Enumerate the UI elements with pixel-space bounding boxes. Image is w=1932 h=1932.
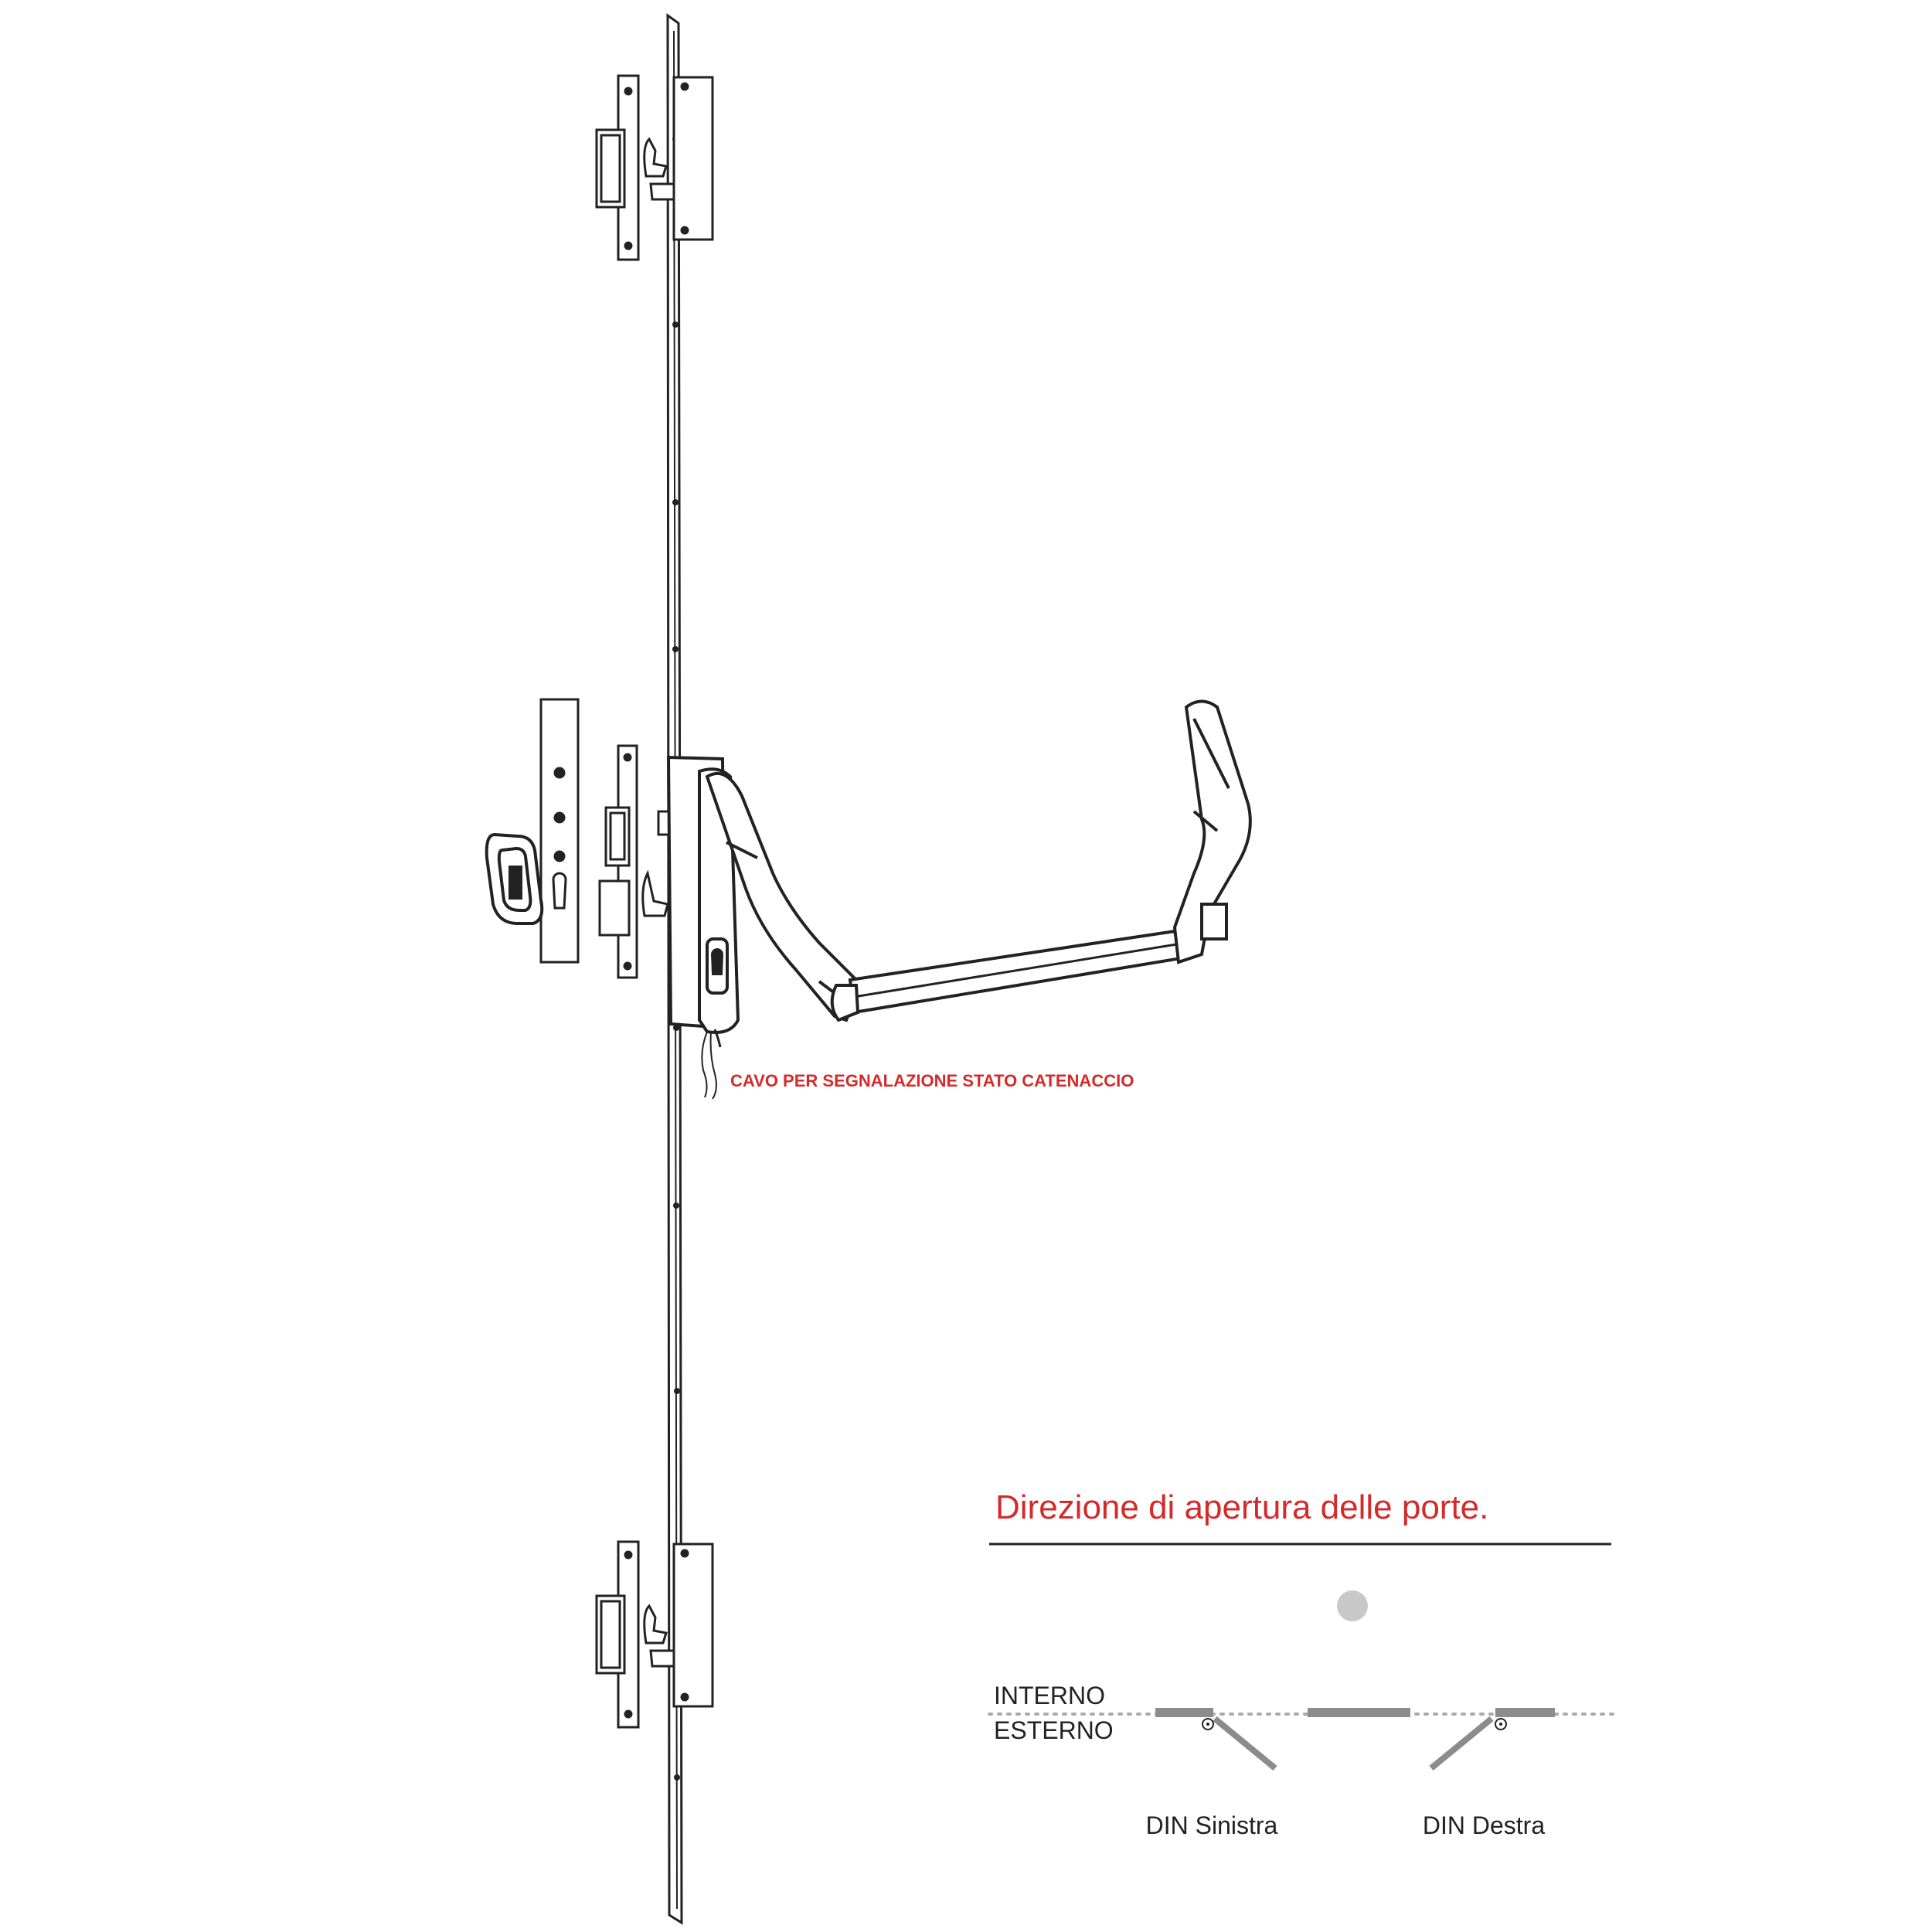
door-direction-legend: Direzione di apertura delle porte. INTER… [988,1488,1617,1839]
panic-bar-arm-right [1172,699,1252,964]
central-lock-body [598,744,677,979]
din-left-door-symbol [1155,1708,1277,1771]
din-right-door-symbol [1429,1708,1555,1771]
esterno-label: ESTERNO [994,1716,1114,1744]
interno-label: INTERNO [994,1682,1105,1709]
legend-title: Direzione di apertura delle porte. [995,1488,1488,1526]
din-destra-caption: DIN Destra [1423,1811,1545,1839]
signal-cable [701,1029,722,1100]
cable-signal-label: CAVO PER SEGNALAZIONE STATO CATENACCIO [730,1071,1134,1090]
top-lock-mechanism [595,74,714,261]
push-bar [830,929,1183,1022]
bottom-lock-mechanism [595,1540,714,1729]
external-pull-handle [485,832,544,925]
cylinder-escutcheon-plate [539,698,580,964]
legend-indicator-dot [1337,1590,1368,1621]
din-sinistra-caption: DIN Sinistra [1146,1811,1278,1839]
